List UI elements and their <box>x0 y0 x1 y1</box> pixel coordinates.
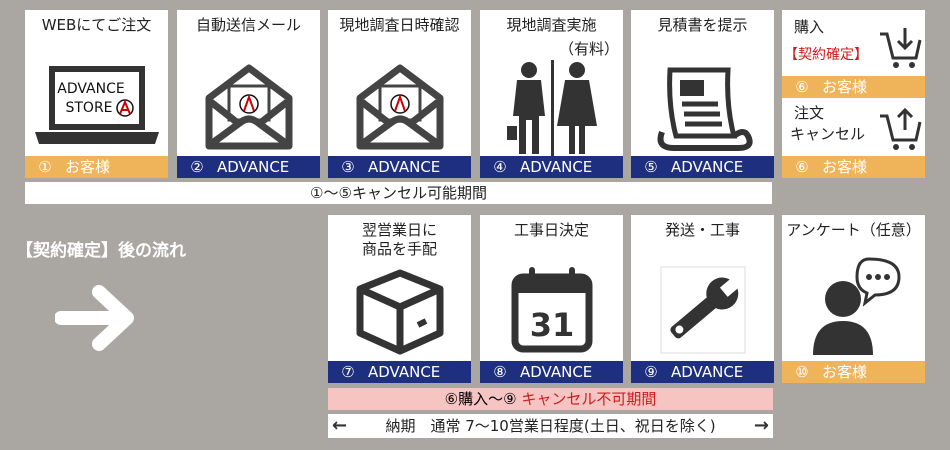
cancel-possible-bar: ①～⑤キャンセル可能期間 <box>25 182 772 204</box>
calendar-day: 31 <box>529 306 574 344</box>
step-footer: ⑥ お客様 <box>782 156 925 178</box>
step-actor: ADVANCE <box>671 363 744 381</box>
step-footer: ① お客様 <box>25 156 168 178</box>
step-actor: ADVANCE <box>368 158 441 176</box>
step-actor: ADVANCE <box>368 363 441 381</box>
envelope-icon <box>328 62 471 152</box>
step-title: 工事日決定 <box>513 221 589 239</box>
person-comment-icon <box>782 255 925 359</box>
step-card-4: 現地調査実施 （有料） ④ ADVANCE <box>480 10 623 178</box>
step-number: ⑥ <box>795 158 809 176</box>
step-footer: ⑦ ADVANCE <box>328 361 471 383</box>
step-number: ② <box>190 158 204 176</box>
step-footer: ⑥ お客様 <box>782 76 925 98</box>
step-number: ⑩ <box>795 363 809 381</box>
step-title: 自動送信メール <box>195 16 301 34</box>
step-title-line1: 翌営業日に <box>361 221 437 239</box>
step-title: 発送・工事 <box>664 221 740 239</box>
no-cancel-bar: ⑥購入～⑨ キャンセル不可期間 <box>328 388 773 410</box>
right-arrow-icon <box>54 282 139 358</box>
step-number: ① <box>38 158 52 176</box>
step-actor: お客様 <box>822 158 868 176</box>
step-number: ④ <box>493 158 507 176</box>
cancel-title: 注文 <box>794 104 825 122</box>
cart-upload-icon <box>878 107 922 156</box>
step-card-9: 発送・工事 ⑨ ADVANCE <box>631 215 774 383</box>
no-cancel-prefix: ⑥購入～⑨ <box>444 390 517 408</box>
step-title: 現地調査日時確認 <box>339 16 460 34</box>
box-icon <box>328 267 471 357</box>
step-card-3: 現地調査日時確認 ③ ADVANCE <box>328 10 471 178</box>
step-actor: ADVANCE <box>217 158 290 176</box>
step-card-2: 自動送信メール ② ADVANCE <box>177 10 320 178</box>
step-actor: ADVANCE <box>671 158 744 176</box>
left-arrow-icon: ← <box>332 415 348 436</box>
step-card-7: 翌営業日に 商品を手配 ⑦ ADVANCE <box>328 215 471 383</box>
step-card-6: 購入 【契約確定】 ⑥ お客様 注文 キャンセル ⑥ お客様 <box>782 10 925 178</box>
laptop-icon: ADVANCE STORE <box>25 64 168 148</box>
step-actor: お客様 <box>822 363 868 381</box>
step-number: ⑦ <box>341 363 355 381</box>
step-number: ⑧ <box>493 363 507 381</box>
contract-tag: 【契約確定】 <box>784 47 868 63</box>
step-actor: お客様 <box>65 158 111 176</box>
envelope-icon <box>177 62 320 152</box>
step-footer: ⑩ お客様 <box>782 361 925 383</box>
step-title: 見積書を提示 <box>657 16 748 34</box>
step-footer: ③ ADVANCE <box>328 156 471 178</box>
step-card-5: 見積書を提示 ⑤ ADVANCE <box>631 10 774 178</box>
step-actor: ADVANCE <box>520 363 593 381</box>
step-card-1: WEBにてご注文 ADVANCE STORE ① お客様 <box>25 10 168 178</box>
step-title: 購入 <box>794 18 825 36</box>
step-footer: ④ ADVANCE <box>480 156 623 178</box>
leadtime-text: 納期 通常 7～10営業日程度(土日、祝日を除く) <box>385 417 716 435</box>
no-cancel-text: キャンセル不可期間 <box>521 390 657 408</box>
screen-text-2: STORE <box>65 100 112 116</box>
step-title: 翌営業日に 商品を手配 <box>328 221 471 259</box>
step-footer: ⑤ ADVANCE <box>631 156 774 178</box>
step-card-8: 工事日決定 31 ⑧ ADVANCE <box>480 215 623 383</box>
step-actor: ADVANCE <box>520 158 593 176</box>
after-contract-label: 【契約確定】後の流れ <box>16 241 186 261</box>
cancel-subtitle: キャンセル <box>790 125 866 143</box>
step-title: 現地調査実施 <box>506 16 597 34</box>
wrench-icon <box>631 263 774 357</box>
step-footer: ⑨ ADVANCE <box>631 361 774 383</box>
step-title: アンケート（任意） <box>786 221 921 239</box>
step-number: ⑨ <box>644 363 658 381</box>
screen-text-1: ADVANCE <box>57 81 124 97</box>
cart-download-icon <box>878 26 922 74</box>
document-icon <box>631 66 774 152</box>
step-title: WEBにてご注文 <box>41 16 152 34</box>
leadtime-bar: ← 納期 通常 7～10営業日程度(土日、祝日を除く) → <box>328 414 773 438</box>
step-note: （有料） <box>558 40 619 58</box>
staff-people-icon <box>480 60 623 156</box>
step-title-line2: 商品を手配 <box>361 240 437 258</box>
step-footer: ② ADVANCE <box>177 156 320 178</box>
step-actor: お客様 <box>822 78 868 96</box>
step-footer: ⑧ ADVANCE <box>480 361 623 383</box>
calendar-icon: 31 <box>480 265 623 355</box>
step-number: ⑥ <box>795 78 809 96</box>
step-number: ⑤ <box>644 158 658 176</box>
step-number: ③ <box>341 158 355 176</box>
step-card-10: アンケート（任意） ⑩ お客様 <box>782 215 925 383</box>
right-arrow-small-icon: → <box>753 415 769 436</box>
cancel-possible-text: ①～⑤キャンセル可能期間 <box>310 184 487 202</box>
